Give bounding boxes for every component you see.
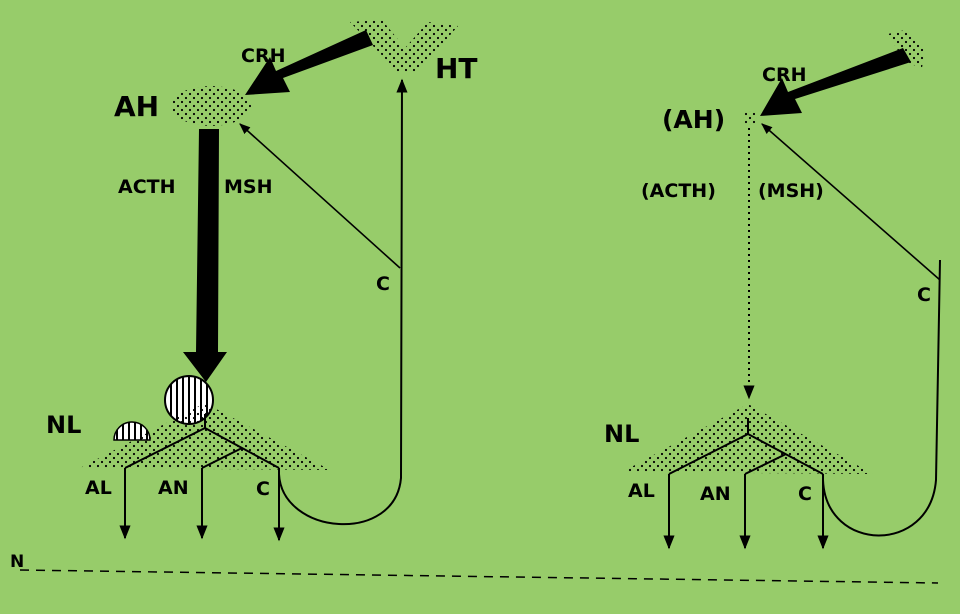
baseline-dashed-line bbox=[19, 569, 939, 584]
label-nl-left: NL bbox=[46, 411, 81, 439]
anterior-hypophysis-right bbox=[743, 111, 757, 125]
label-c-feedback-right: C bbox=[917, 284, 931, 306]
c-to-ah-arrow-right bbox=[761, 123, 941, 281]
label-an-left: AN bbox=[158, 477, 189, 499]
right-panel: CRH (AH) (ACTH) (MSH) NL AL AN C C bbox=[604, 30, 941, 550]
hypothalamus-left bbox=[350, 20, 458, 72]
label-ah-left: AH bbox=[114, 90, 159, 123]
neural-lobe-left bbox=[80, 403, 330, 470]
label-ht: HT bbox=[435, 52, 478, 85]
label-crh-left: CRH bbox=[241, 45, 285, 67]
hypothalamus-right bbox=[888, 30, 925, 68]
label-al-right: AL bbox=[628, 480, 655, 502]
neural-lobe-right bbox=[622, 404, 873, 474]
label-c-output-right: C bbox=[798, 483, 812, 505]
neural-lobe-branches-right bbox=[668, 418, 824, 475]
neural-lobe-branches-left bbox=[124, 414, 280, 469]
feedback-loop-left bbox=[278, 78, 408, 525]
feedback-loop-right bbox=[822, 259, 941, 537]
label-an-right: AN bbox=[700, 483, 731, 505]
label-c-output-left: C bbox=[256, 478, 270, 500]
label-acth-right: (ACTH) bbox=[641, 180, 716, 202]
crh-arrow-left bbox=[245, 30, 373, 95]
label-nl-right: NL bbox=[604, 420, 639, 448]
c-to-ah-arrow-left bbox=[239, 123, 401, 269]
acth-msh-arrow-left bbox=[183, 129, 227, 382]
label-acth-left: ACTH bbox=[118, 176, 176, 198]
label-msh-right: (MSH) bbox=[758, 180, 824, 202]
baseline: N bbox=[10, 552, 939, 584]
label-al-left: AL bbox=[85, 477, 112, 499]
label-n: N bbox=[10, 552, 24, 572]
label-crh-right: CRH bbox=[762, 64, 806, 86]
crh-arrow-right bbox=[760, 48, 911, 116]
label-c-feedback-left: C bbox=[376, 273, 390, 295]
label-msh-left: MSH bbox=[224, 176, 273, 198]
anterior-hypophysis-left bbox=[171, 86, 251, 126]
left-panel: HT CRH AH ACTH MSH NL AL bbox=[46, 20, 478, 542]
label-ah-right: (AH) bbox=[662, 105, 725, 134]
